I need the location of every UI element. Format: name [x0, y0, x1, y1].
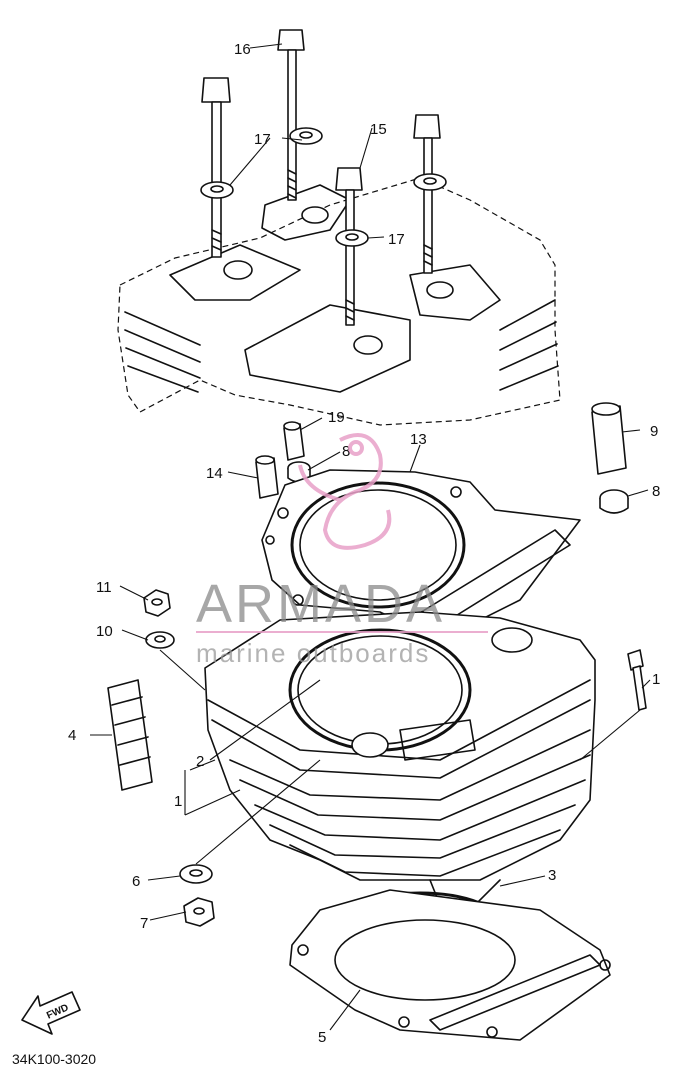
dowel-19: [283, 421, 305, 461]
callout-9: 9: [650, 423, 658, 440]
cylinder-head: [117, 177, 561, 426]
callout-17-top: 17: [254, 131, 271, 148]
callout-1-left: 1: [174, 793, 182, 810]
callout-19: 19: [328, 409, 345, 426]
head-bolt-15: [413, 114, 441, 274]
washer-6: [179, 864, 213, 884]
cylinder-block: [204, 611, 596, 911]
bolt-1: [627, 649, 647, 711]
seal-8-right: [599, 489, 629, 514]
leader-lines: [90, 43, 651, 1031]
callout-8-left: 8: [342, 443, 350, 460]
callout-3: 3: [548, 867, 556, 884]
armada-logo-icon: [298, 433, 392, 550]
callout-7: 7: [140, 915, 148, 932]
washer-10: [145, 631, 175, 649]
dowel-9: [591, 402, 627, 475]
head-gasket-13: [261, 469, 581, 641]
callout-labels: 16 17 15 17 19 8 13 14 9 8 11 10 4 2 1 6…: [68, 41, 660, 1046]
callout-15: 15: [370, 121, 387, 138]
watermark: ARMADA marine outboards: [196, 433, 488, 668]
base-gasket-5: [289, 889, 611, 1041]
nut-11: [143, 589, 171, 617]
callout-10: 10: [96, 623, 113, 640]
fwd-arrow-icon: FWD: [21, 991, 81, 1035]
callout-11: 11: [96, 579, 112, 596]
washer-17: [200, 127, 447, 247]
callout-1-right: 1: [652, 671, 660, 688]
callout-5: 5: [318, 1029, 326, 1046]
spacer-4: [107, 679, 153, 791]
callout-4: 4: [68, 727, 76, 744]
watermark-brand: ARMADA: [196, 574, 445, 634]
callout-6: 6: [132, 873, 140, 890]
head-bolt-left: [201, 77, 231, 258]
callout-16: 16: [234, 41, 251, 58]
callout-17-right: 17: [388, 231, 405, 248]
watermark-subtitle: marine outboards: [196, 638, 430, 668]
callout-14: 14: [206, 465, 223, 482]
head-bolt-16: [277, 29, 305, 201]
callout-8-right: 8: [652, 483, 660, 500]
dowel-14: [255, 455, 279, 499]
diagram-code: 34K100-3020: [12, 1051, 96, 1067]
head-bolt-center: [335, 167, 363, 326]
nut-7: [183, 897, 215, 927]
callout-2: 2: [196, 753, 204, 770]
callout-13: 13: [410, 431, 427, 448]
